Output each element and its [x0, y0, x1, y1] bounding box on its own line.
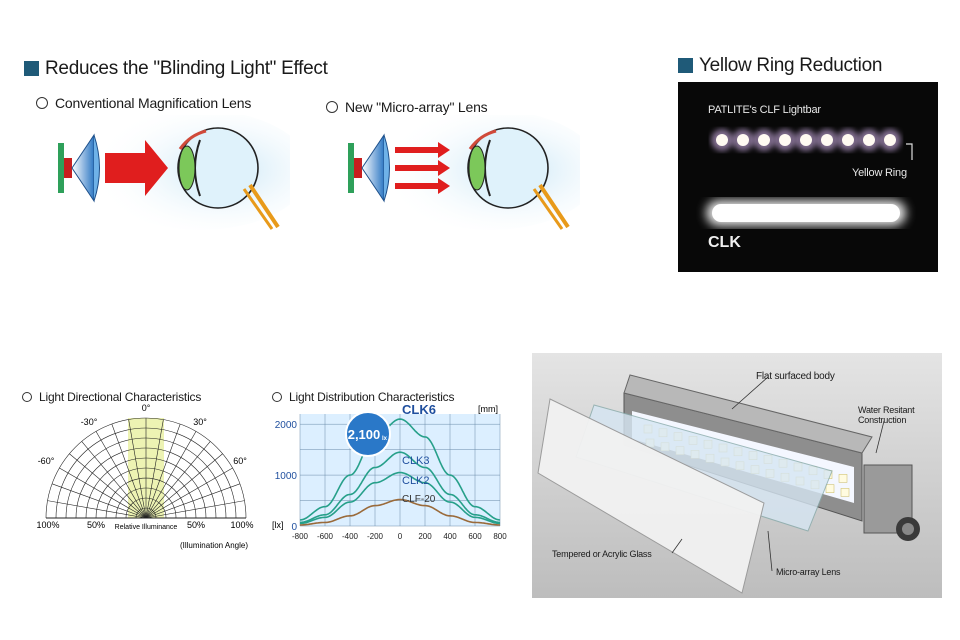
polar-spoke	[145, 441, 211, 519]
clf-lightbar-label: PATLITE's CLF Lightbar	[708, 104, 821, 116]
circle-icon	[272, 391, 282, 402]
polar-spoke	[145, 467, 233, 519]
x-tick-label: -600	[317, 532, 334, 541]
relative-illuminance-label: Relative Illuminance	[115, 524, 178, 531]
polar-spoke	[47, 500, 147, 519]
led-dot	[800, 134, 812, 146]
flat-body-label: Flat surfaced body	[756, 371, 835, 382]
polar-spoke	[69, 453, 147, 519]
axis-tick: 100%	[36, 520, 59, 530]
series-line-clk2	[299, 471, 501, 525]
lightbar-exploded-view	[537, 374, 920, 594]
led-chip	[838, 474, 848, 483]
badge-unit: lx	[382, 436, 388, 442]
blinding-heading: Reduces the "Blinding Light" Effect	[24, 58, 328, 80]
yellow-ring-label: Yellow Ring	[852, 167, 907, 179]
y-ticks: 2000 1000 0	[275, 420, 298, 533]
angle-label-0: 0°	[142, 403, 151, 413]
polar-spoke	[59, 467, 147, 519]
y-tick-label: 1000	[275, 471, 298, 482]
badge-value: 2,100	[348, 427, 381, 442]
axis-tick: 50%	[87, 520, 105, 530]
x-tick-label: 600	[468, 532, 482, 541]
circle-icon	[36, 97, 48, 110]
polar-spoke	[145, 483, 241, 519]
polar-spoke	[95, 431, 147, 519]
series-line-clk3	[300, 451, 500, 524]
led-dot	[737, 134, 749, 146]
axis-tick: 100%	[230, 520, 253, 530]
led-dot	[716, 134, 728, 146]
x-tick-label: -400	[342, 532, 359, 541]
glass-label: Tempered or Acrylic Glass	[552, 549, 652, 559]
polar-spoke	[145, 500, 245, 519]
circle-icon	[326, 101, 338, 114]
polar-spoke	[145, 453, 223, 519]
micro-array-lens-diagram	[348, 115, 580, 230]
lightbar-glow	[706, 129, 913, 226]
polar-spoke	[145, 423, 181, 519]
eye-icon	[177, 127, 280, 230]
chart-series	[299, 418, 501, 526]
y-tick-label: 0	[291, 522, 297, 533]
clf-led-dots	[711, 129, 901, 151]
peak-badge: 2,100 lx	[345, 411, 391, 457]
micro-array-lens-label-product: Micro-array Lens	[776, 567, 841, 577]
y-unit-label: [lx]	[272, 520, 284, 530]
x-tick-label: 200	[418, 532, 432, 541]
angle-label-neg60: -60°	[38, 456, 55, 466]
led-dot	[821, 134, 833, 146]
axis-tick: 50%	[187, 520, 205, 530]
polar-spoke	[128, 419, 147, 519]
series-line-clk6	[299, 418, 501, 521]
x-tick-label: -200	[367, 532, 384, 541]
led-dot	[884, 134, 896, 146]
polar-spoke	[81, 441, 147, 519]
heading-square-icon	[24, 61, 39, 77]
x-tick-label: 0	[398, 532, 403, 541]
micro-array-lens-label: New "Micro-array" Lens	[326, 99, 488, 115]
series-label-clf20: CLF-20	[402, 494, 436, 505]
angle-label-neg30: -30°	[81, 417, 98, 427]
led-chip	[840, 488, 850, 497]
clk-label: CLK	[708, 234, 741, 251]
led-chip	[825, 484, 835, 493]
x-tick-label: 400	[443, 532, 457, 541]
series-line-clf-20	[300, 498, 500, 526]
polar-spoke	[111, 423, 147, 519]
heading-square-icon	[678, 58, 693, 74]
polar-spoke	[145, 431, 197, 519]
series-label-clk6: CLK6	[402, 402, 436, 417]
angle-label-60: 60°	[233, 456, 247, 466]
eye-icon	[467, 127, 570, 230]
x-tick-label: -800	[292, 532, 309, 541]
angle-label-30: 30°	[193, 417, 207, 427]
polar-grid	[45, 417, 247, 519]
directional-title: Light Directional Characteristics	[22, 390, 201, 404]
polar-spoke	[145, 419, 164, 519]
illumination-angle-footnote: (Illumination Angle)	[180, 541, 248, 550]
conventional-lens-diagram	[58, 115, 290, 230]
led-dot	[863, 134, 875, 146]
polar-spoke	[51, 483, 147, 519]
led-dot	[758, 134, 770, 146]
x-ticks: -800 -600 -400 -200 0 200 400 600 800	[292, 532, 507, 541]
led-dot	[842, 134, 854, 146]
conventional-lens-label: Conventional Magnification Lens	[36, 95, 251, 111]
x-unit-label: [mm]	[478, 404, 498, 414]
distribution-title: Light Distribution Characteristics	[272, 390, 454, 404]
yellow-ring-photo: PATLITE's CLF Lightbar Yellow Ring CLK	[678, 82, 938, 272]
y-tick-label: 2000	[275, 420, 298, 431]
product-illustration: Flat surfaced body Water Resitant Constr…	[532, 353, 942, 598]
yellow-ring-heading: Yellow Ring Reduction	[678, 55, 882, 77]
water-resistant-label: Water Resitant Construction	[858, 405, 915, 425]
led-dot	[779, 134, 791, 146]
series-label-clk2: CLK2	[402, 475, 430, 487]
x-tick-label: 800	[493, 532, 507, 541]
series-label-clk3: CLK3	[402, 455, 430, 467]
circle-icon	[22, 391, 32, 402]
directional-polar-chart: 0° -30° 30° -60° 60° 100% 50% 50% 100% R…	[36, 403, 253, 550]
